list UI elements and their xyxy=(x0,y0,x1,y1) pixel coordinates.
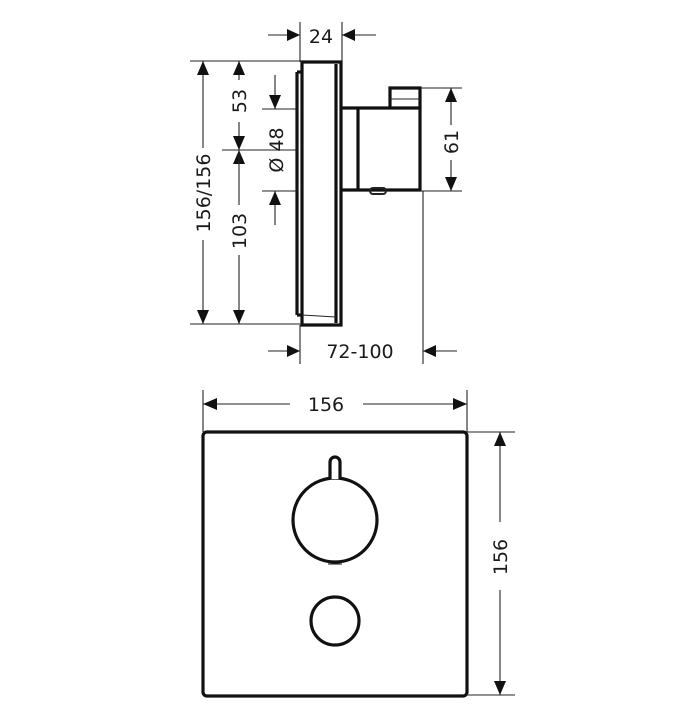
cover-plate-profile xyxy=(300,60,343,327)
arrow-icon xyxy=(203,398,217,410)
arrow-icon xyxy=(287,29,300,41)
knob-indicator xyxy=(328,455,342,479)
arrow-icon xyxy=(453,398,467,410)
arrow-icon xyxy=(233,310,245,324)
arrow-icon xyxy=(445,88,457,102)
valve-body-top-knob xyxy=(388,86,422,108)
thermostat-knob xyxy=(291,476,379,564)
dim-label-diameter-48: Ø 48 xyxy=(266,127,288,172)
valve-body xyxy=(341,106,422,192)
plate-bevel xyxy=(301,314,337,318)
arrow-icon xyxy=(423,345,436,357)
front-view: 156 156 xyxy=(201,390,515,698)
dim-label-height-156: 156 xyxy=(490,539,512,575)
dim-label-156-156: 156/156 xyxy=(193,154,215,233)
arrow-icon xyxy=(197,61,209,75)
arrow-icon xyxy=(494,681,506,695)
arrow-icon xyxy=(342,29,355,41)
dim-label-width-156: 156 xyxy=(308,394,344,416)
dim-label-24: 24 xyxy=(309,26,333,48)
arrow-icon xyxy=(494,432,506,446)
arrow-icon xyxy=(445,177,457,191)
arrow-icon xyxy=(233,61,245,75)
arrow-icon xyxy=(233,136,245,150)
dim-label-103: 103 xyxy=(229,213,251,249)
arrow-icon xyxy=(197,310,209,324)
valve-bottom-nub xyxy=(369,187,387,195)
side-view: 24 156/156 53 103 Ø 48 61 xyxy=(190,22,463,364)
dim-label-72-100: 72-100 xyxy=(326,341,393,363)
arrow-icon xyxy=(269,191,281,205)
arrow-icon xyxy=(287,345,300,357)
cover-plate-square xyxy=(201,430,469,698)
dim-label-53: 53 xyxy=(229,89,251,113)
push-button xyxy=(309,595,361,647)
dim-label-61: 61 xyxy=(441,130,463,154)
arrow-icon xyxy=(269,95,281,109)
